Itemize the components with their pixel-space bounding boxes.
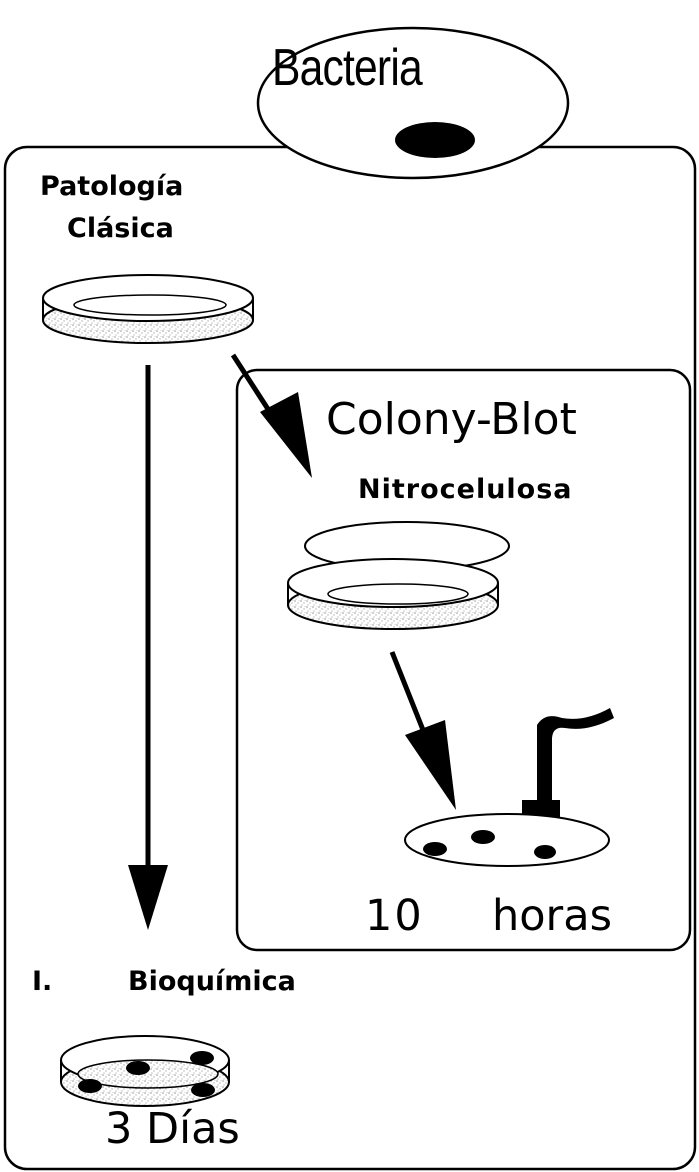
colony-icon — [423, 842, 447, 856]
biochemistry-time: 3 Días — [105, 1108, 240, 1151]
nitrocellulose-label: Nitrocelulosa — [358, 476, 573, 503]
classic-pathology-title-line1: Patología — [40, 173, 183, 200]
colony-icon — [191, 1083, 215, 1097]
detection-membrane — [405, 814, 609, 866]
colony-icon — [471, 830, 495, 844]
colony-icon — [126, 1061, 150, 1075]
colony-blot-title: Colony-Blot — [326, 398, 577, 442]
biochemistry-dish-icon — [61, 1036, 229, 1106]
biochemistry-label: Bioquímica — [128, 968, 296, 995]
blot-time-unit: horas — [492, 895, 612, 938]
bacterium-icon — [395, 122, 475, 158]
result-marker: I. — [32, 968, 52, 995]
blot-time-value: 10 — [365, 895, 424, 938]
arrow-to-detection — [392, 652, 456, 810]
colony-icon — [534, 845, 556, 859]
bacteria-label: Bacteria — [272, 42, 403, 94]
arrow-to-biochemistry — [128, 365, 168, 930]
classic-pathology-title-line2: Clásica — [67, 215, 174, 242]
colony-icon — [190, 1051, 214, 1065]
colony-icon — [78, 1079, 102, 1093]
petri-dish-icon — [43, 275, 253, 343]
blot-petri-dish-icon — [288, 559, 498, 629]
